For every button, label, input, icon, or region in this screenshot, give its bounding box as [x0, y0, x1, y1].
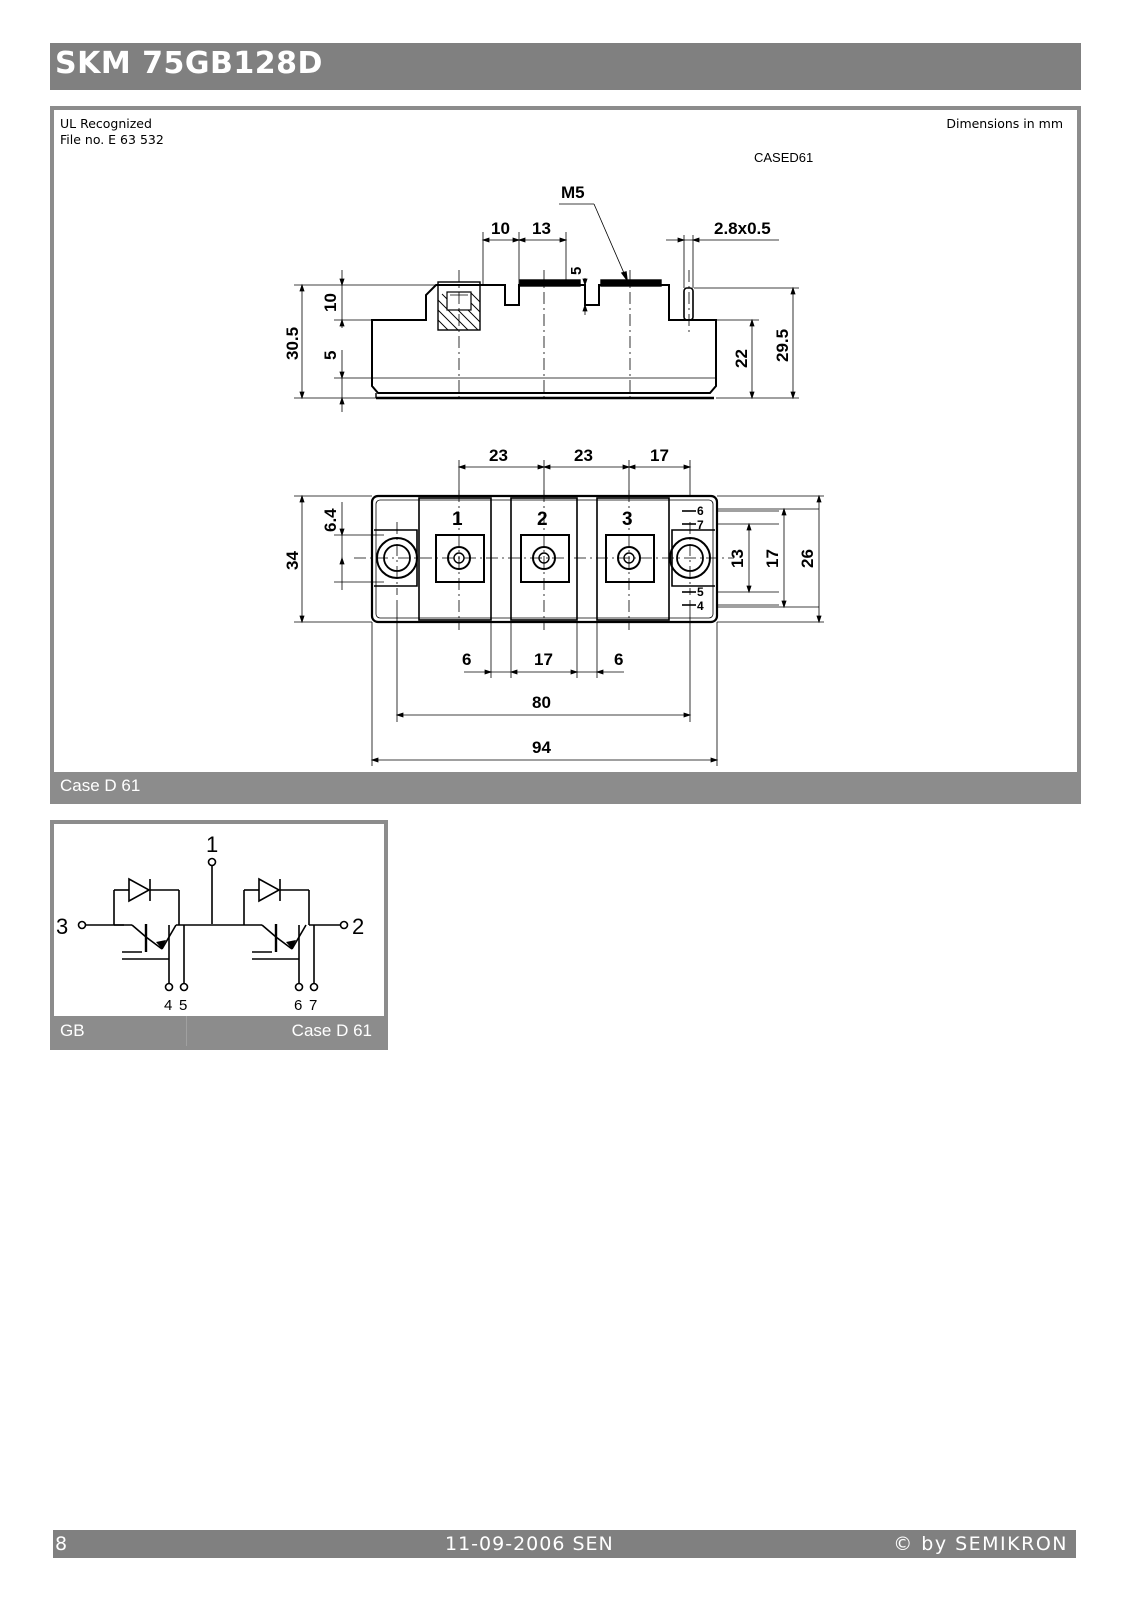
schem-terminal-3: 3 — [56, 914, 68, 939]
title-bar: SKM 75GB128D — [50, 43, 1081, 90]
side-view: 10 13 5 M5 2.8x0.5 — [283, 183, 799, 412]
topology-label: GB — [60, 1021, 85, 1040]
dim-94: 94 — [532, 738, 551, 757]
page-title: SKM 75GB128D — [55, 46, 323, 81]
bottom-dim-6b: 6 — [614, 650, 623, 669]
case-label: Case D 61 — [54, 772, 1077, 800]
top-dim-17: 17 — [650, 446, 669, 465]
mechanical-drawing: CASED61 — [283, 150, 824, 766]
footer-bar: 8 11-09-2006 SEN © by SEMIKRON — [53, 1530, 1076, 1558]
drawing-id: CASED61 — [754, 150, 813, 165]
ul-recognized-text: UL Recognized — [60, 116, 152, 131]
schem-terminal-1: 1 — [206, 832, 218, 857]
pin-5-label: 5 — [697, 585, 704, 599]
circuit-schematic: 1 3 2 4 5 — [56, 832, 364, 1014]
tab-dim: 2.8x0.5 — [714, 219, 771, 238]
side-dim-10: 10 — [491, 219, 510, 238]
schem-emitter-7: 7 — [309, 997, 317, 1014]
schem-gate-6: 6 — [294, 997, 302, 1014]
bottom-dim-17: 17 — [534, 650, 553, 669]
pin-4-label: 4 — [697, 599, 704, 613]
ul-file-number: File no. E 63 532 — [60, 132, 164, 147]
page-number: 8 — [55, 1533, 68, 1555]
thread-label: M5 — [561, 183, 585, 202]
case-drawing-panel: UL Recognized File no. E 63 532 Dimensio… — [50, 106, 1081, 804]
top-view: 1 2 3 23 23 17 — [283, 446, 824, 766]
schem-gate-4: 4 — [164, 997, 172, 1014]
bottom-dim-6a: 6 — [462, 650, 471, 669]
revision-date: 11-09-2006 SEN — [445, 1533, 614, 1555]
side-dim-30-5: 30.5 — [283, 327, 302, 360]
schem-terminal-2: 2 — [352, 914, 364, 939]
side-dim-29-5: 29.5 — [773, 329, 792, 362]
top-dim-13: 13 — [728, 549, 747, 568]
circuit-schematic-panel: 1 3 2 4 5 — [50, 820, 388, 1050]
schematic-caption-bar: GB Case D 61 — [54, 1016, 384, 1046]
side-dim-22: 22 — [732, 349, 751, 368]
pin-6-label: 6 — [697, 504, 704, 518]
side-dim-13: 13 — [532, 219, 551, 238]
side-dim-10v: 10 — [321, 293, 340, 312]
dim-80: 80 — [532, 693, 551, 712]
dimensions-note: Dimensions in mm — [946, 116, 1063, 131]
top-dim-26: 26 — [798, 549, 817, 568]
top-dim-34: 34 — [283, 551, 302, 570]
top-dim-23b: 23 — [574, 446, 593, 465]
schem-emitter-5: 5 — [179, 997, 187, 1014]
top-dim-6-4: 6.4 — [321, 508, 340, 532]
terminal-3-label: 3 — [622, 509, 633, 530]
ul-recognition: UL Recognized File no. E 63 532 — [60, 116, 164, 148]
top-dim-23a: 23 — [489, 446, 508, 465]
terminal-2-label: 2 — [537, 509, 548, 530]
pin-7-label: 7 — [697, 518, 704, 532]
side-dim-5v: 5 — [321, 351, 340, 360]
side-dim-5: 5 — [568, 267, 585, 275]
copyright: © by SEMIKRON — [893, 1533, 1068, 1555]
terminal-1-label: 1 — [452, 509, 463, 530]
caption-divider — [186, 1016, 187, 1046]
top-dim-17-right: 17 — [763, 549, 782, 568]
schematic-case-label: Case D 61 — [291, 1021, 372, 1040]
